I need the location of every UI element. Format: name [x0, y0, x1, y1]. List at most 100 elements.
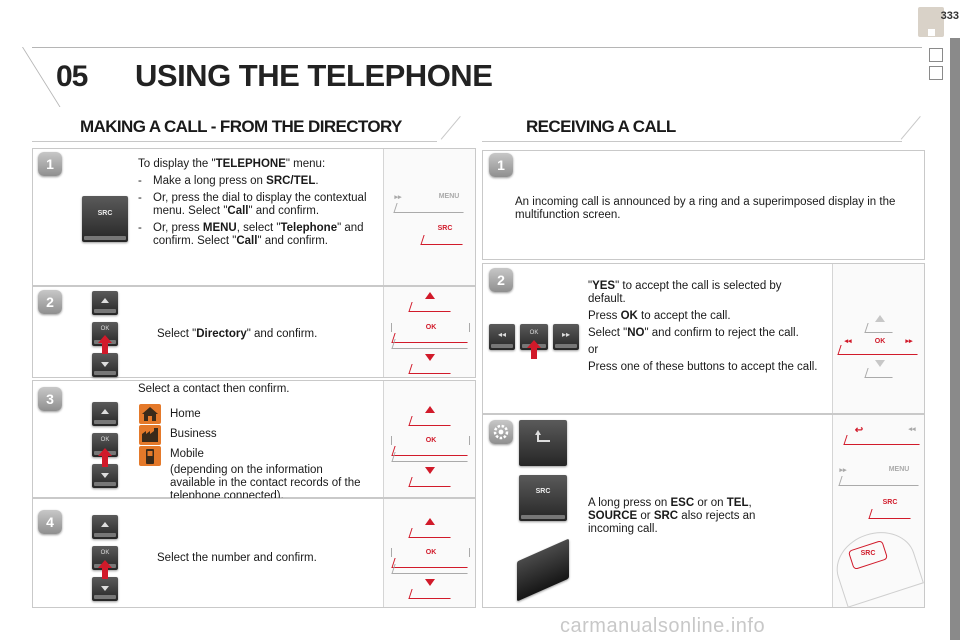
control-panel [383, 381, 475, 497]
contact-note: (depending on the information available … [170, 464, 361, 502]
previous-button: ◂◂ [489, 324, 515, 350]
para-text: or on [694, 497, 727, 509]
para-text: A long press on [588, 497, 671, 509]
left-step-4-text: Select the number and confirm. [157, 552, 317, 564]
control-line [864, 368, 896, 378]
control-line [408, 528, 454, 538]
arrow-stem [531, 347, 537, 359]
control-divider [391, 548, 392, 557]
bullet-dash: - [138, 192, 142, 204]
rail-marker-1 [929, 48, 943, 62]
right-step-2 [482, 263, 925, 414]
ok-control-label: OK [425, 437, 437, 444]
control-line [838, 476, 922, 486]
rewind-control-icon: ◂◂ [844, 338, 852, 345]
business-icon [139, 425, 161, 445]
left-section-title: MAKING A CALL - FROM THE DIRECTORY [80, 117, 402, 136]
rail-marker-2 [929, 66, 943, 80]
step-badge: 3 [38, 387, 62, 411]
right-step-1 [482, 150, 925, 260]
control-panel [832, 415, 924, 607]
bullet-text: " and confirm. [248, 205, 320, 217]
intro-bold: TELEPHONE [215, 158, 286, 170]
press-arrow-icon [527, 340, 541, 359]
right-title-rule [482, 141, 902, 142]
bullet-item: -Or, press MENU, select "Telephone" and … [138, 222, 378, 248]
button-gloss [94, 595, 116, 599]
button-gloss [94, 482, 116, 486]
button-gloss [94, 420, 116, 424]
fast-forward-icon: ▸▸ [561, 330, 571, 339]
down-control-icon [425, 467, 435, 474]
contact-mobile: Mobile [170, 448, 204, 460]
bullet-text: . [315, 175, 319, 187]
up-control-icon [425, 292, 435, 299]
left-title-slant [440, 116, 461, 140]
up-arrow-icon [101, 409, 109, 414]
right-title-slant [900, 116, 921, 140]
control-line [391, 452, 471, 462]
arrow-head [98, 448, 112, 456]
paragraph: or [588, 344, 599, 356]
return-control-icon: ↩ [854, 425, 864, 436]
control-divider [469, 548, 470, 557]
src-button-image: SRC [82, 196, 128, 242]
chapter-number: 05 [56, 60, 88, 93]
step-badge: 2 [489, 268, 513, 292]
para-bold: SOURCE [588, 510, 638, 522]
down-control-icon [875, 360, 885, 367]
para-bold: SRC [653, 510, 679, 522]
bullet-text: " and confirm. [257, 235, 328, 247]
ok-button-label: OK [100, 550, 110, 556]
control-line [391, 564, 471, 574]
up-control-icon [425, 406, 435, 413]
control-line [420, 235, 466, 245]
step-text: " and confirm. [246, 328, 318, 340]
menu-control-label: MENU [888, 466, 910, 473]
control-line [868, 509, 914, 519]
right-section-title: RECEIVING A CALL [526, 117, 676, 136]
bullet-item: -Make a long press on SRC/TEL. [138, 175, 378, 188]
control-panel [383, 287, 475, 377]
up-button [92, 291, 118, 315]
rewind-icon: ◂◂ [497, 330, 507, 339]
control-line [408, 416, 454, 426]
up-control-icon [875, 315, 885, 322]
button-gloss [94, 371, 116, 375]
para-bold: ESC [670, 497, 695, 509]
para-text: Select " [588, 327, 628, 339]
intro-text: To display the " [138, 158, 216, 170]
bullet-bold: Call [227, 205, 249, 217]
control-divider [391, 436, 392, 445]
contact-business: Business [170, 428, 217, 440]
mobile-icon [139, 446, 161, 466]
rewind-control-icon: ◂◂ [908, 426, 916, 433]
control-line [408, 589, 454, 599]
bullet-text: Make a long press on [153, 175, 267, 187]
arrow-head [98, 560, 112, 568]
left-title-rule [32, 141, 437, 142]
contact-home: Home [170, 408, 201, 420]
para-bold: OK [620, 310, 638, 322]
control-line [864, 323, 896, 333]
steering-src-label: SRC [860, 550, 876, 557]
chapter-title: USING THE TELEPHONE [135, 58, 493, 93]
control-panel [832, 264, 924, 413]
bullet-bold: MENU [202, 222, 237, 234]
src-button-image: SRC [519, 475, 567, 521]
para-bold: NO [627, 327, 645, 339]
up-button [92, 515, 118, 539]
right-rail [950, 38, 960, 640]
paragraph: "YES" to accept the call is selected by … [588, 280, 818, 306]
arrow-head [527, 340, 541, 348]
bullet-text: , select " [236, 222, 281, 234]
button-gloss [84, 236, 126, 240]
para-bold: YES [592, 280, 616, 292]
down-control-icon [425, 354, 435, 361]
bullet-item: -Or, press the dial to display the conte… [138, 192, 378, 218]
up-arrow-icon [101, 522, 109, 527]
step-badge-gear [489, 420, 513, 444]
down-button [92, 353, 118, 377]
down-button [92, 577, 118, 601]
skip-icon: ▸▸ [394, 194, 402, 201]
